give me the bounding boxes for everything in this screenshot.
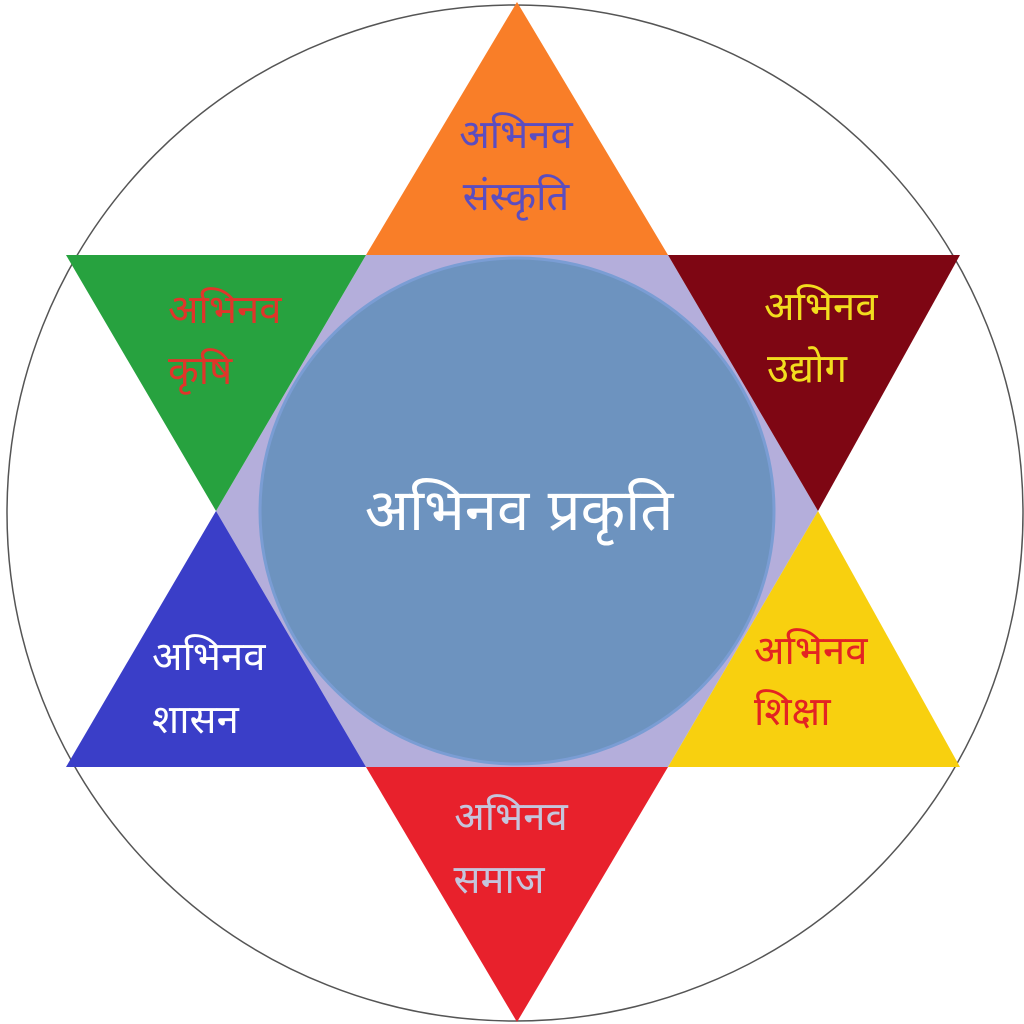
star-point-top bbox=[366, 2, 668, 255]
label-upper-left-line1: अभिनव bbox=[168, 287, 282, 333]
central-circle bbox=[258, 256, 776, 766]
label-lower-right-line2: शिक्षा bbox=[754, 689, 831, 735]
star-point-lower-right bbox=[668, 511, 960, 767]
star-point-bottom bbox=[366, 767, 668, 1022]
star-point-upper-right bbox=[668, 255, 960, 511]
label-lower-right-line1: अभिनव bbox=[754, 628, 868, 674]
label-bottom-line2: समाज bbox=[454, 857, 546, 903]
label-bottom-line1: अभिनव bbox=[454, 794, 568, 840]
label-top-line1: अभिनव bbox=[459, 112, 573, 158]
label-upper-right-line1: अभिनव bbox=[764, 284, 878, 330]
star-point-lower-left bbox=[66, 511, 366, 767]
center-label: अभिनव प्रकृति bbox=[365, 476, 675, 546]
label-top-line2: संस्कृति bbox=[463, 174, 571, 221]
label-upper-left-line2: कृषि bbox=[168, 348, 233, 395]
label-lower-left-line2: शासन bbox=[152, 697, 240, 743]
label-lower-left-line1: अभिनव bbox=[152, 634, 266, 680]
star-point-upper-left bbox=[66, 255, 366, 511]
label-upper-right-line2: उद्योग bbox=[767, 346, 848, 392]
